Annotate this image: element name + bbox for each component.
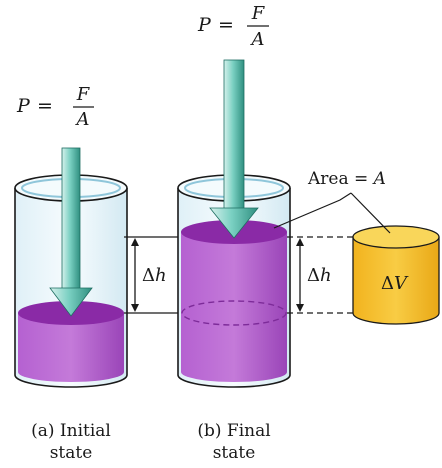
delta-h-left-bracket <box>124 236 178 314</box>
area-symbol: A <box>250 29 265 50</box>
caption-final-line1: (b) Final <box>197 421 270 441</box>
delta-h-left-label: Δh <box>142 265 167 286</box>
liquid-initial <box>18 313 124 382</box>
volume-cylinder <box>352 225 440 325</box>
force-symbol: F <box>251 3 266 24</box>
delta-v-label: ΔV <box>381 273 409 294</box>
force-arrow-final <box>209 59 259 239</box>
liquid-final <box>181 232 287 382</box>
delta-h-right-bracket <box>287 236 360 314</box>
force-symbol: F <box>76 84 91 105</box>
equals-sign: = <box>37 95 53 117</box>
area-label: Area = A <box>307 169 386 189</box>
pressure-formula-initial: P = F A <box>16 84 94 130</box>
pressure-symbol: P <box>197 14 212 36</box>
initial-level-dashed-ellipse <box>181 300 287 326</box>
caption-initial-line2: state <box>50 443 93 463</box>
delta-h-right-label: Δh <box>307 265 332 286</box>
pressure-formula-final: P = F A <box>197 3 269 50</box>
volume-cylinder-top <box>352 225 440 249</box>
force-arrow-initial <box>49 147 93 317</box>
caption-final-line2: state <box>213 443 256 463</box>
area-pointer-lines <box>273 192 391 234</box>
area-symbol: A <box>75 109 90 130</box>
caption-initial-line1: (a) Initial <box>31 421 111 441</box>
pressure-symbol: P <box>16 95 31 117</box>
equals-sign: = <box>218 14 234 36</box>
